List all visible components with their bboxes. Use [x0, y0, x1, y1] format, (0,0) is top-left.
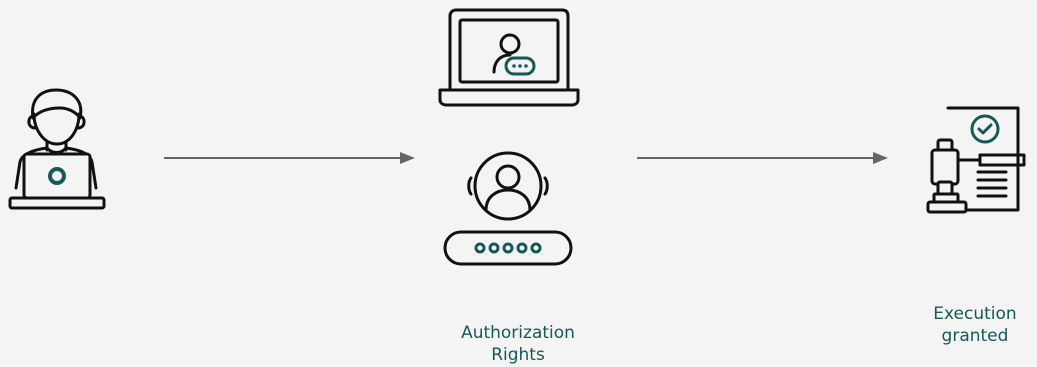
flow-arrow-1	[164, 152, 415, 164]
authorization-caption-line2: Rights	[491, 345, 545, 365]
user-password-icon	[443, 151, 573, 266]
execution-caption-line2: granted	[941, 326, 1009, 346]
authorization-caption-line1: Authorization	[461, 323, 575, 343]
execution-caption: Execution granted	[920, 303, 1030, 347]
flow-arrow-2	[637, 152, 888, 164]
laptop-user-chat-icon	[438, 8, 580, 107]
gavel-approved-document-icon	[926, 106, 1026, 214]
authorization-caption: Authorization Rights	[440, 322, 596, 366]
execution-caption-line1: Execution	[933, 304, 1017, 324]
user-at-laptop-icon	[8, 88, 106, 210]
